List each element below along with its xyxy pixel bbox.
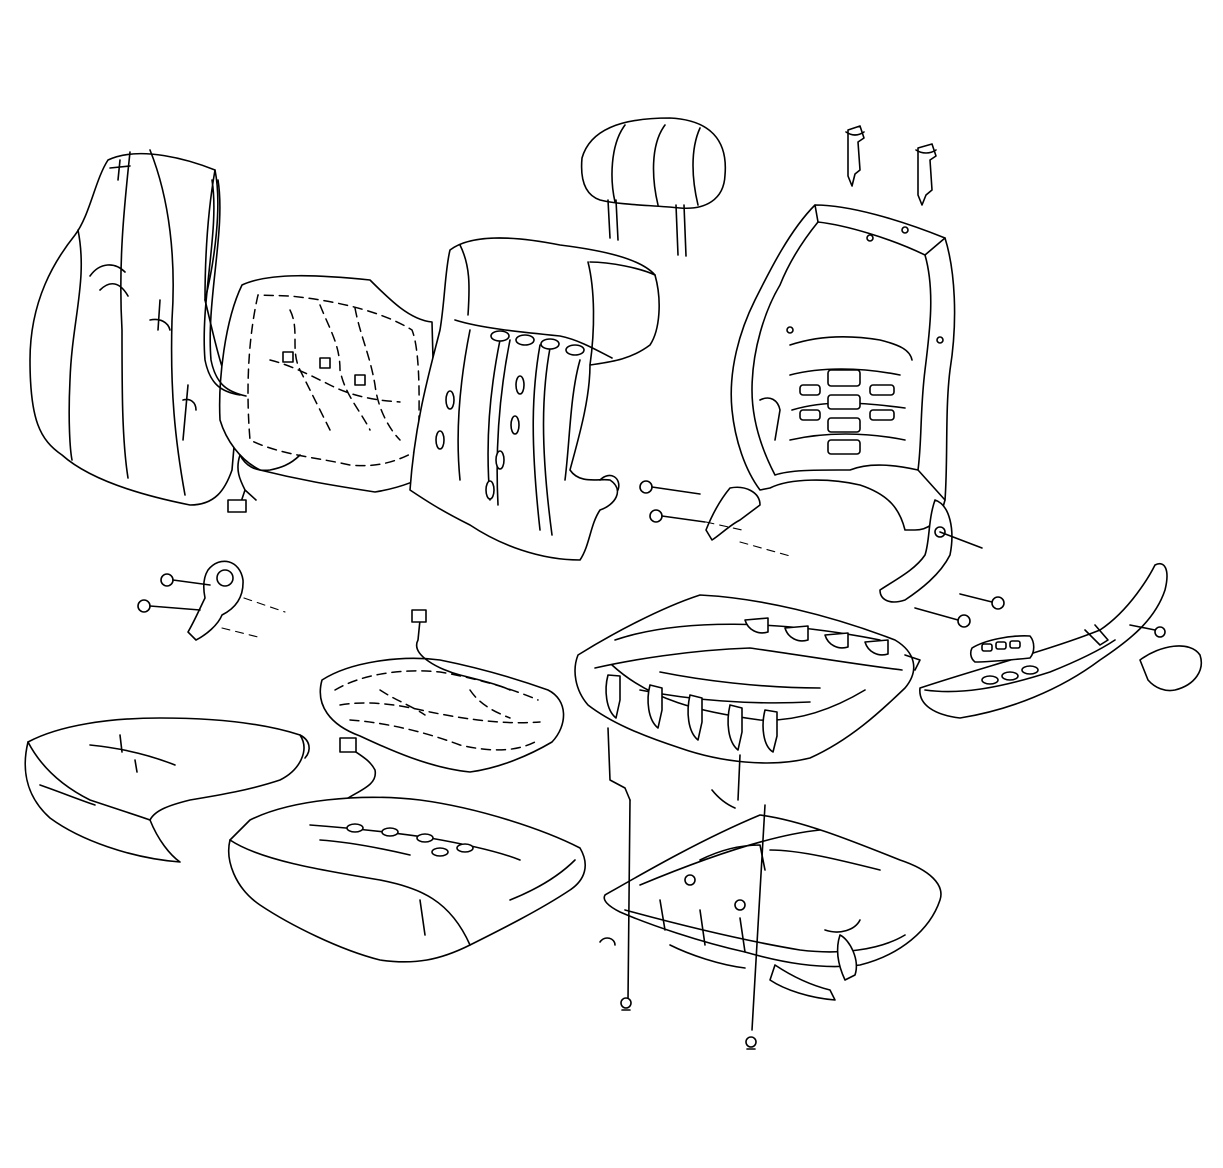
seat-back-frame <box>705 204 983 603</box>
seat-cushion-heater-pad <box>319 609 565 801</box>
seat-cushion-frame <box>574 594 921 764</box>
back-frame-bolts <box>639 480 1005 628</box>
seat-shield-trim-cap <box>1139 645 1202 692</box>
headrest <box>580 117 727 257</box>
seat-cushion-cover <box>24 717 310 863</box>
recliner-bracket-left <box>137 560 286 641</box>
seat-back-cushion <box>409 237 660 561</box>
seat-back-wiring <box>203 179 247 397</box>
assembly-guide-lines <box>607 727 766 1050</box>
seat-back-cover <box>29 149 239 506</box>
seat-adjuster-track <box>599 814 942 1001</box>
seat-cushion-pad <box>228 796 586 963</box>
seat-switch <box>969 635 1035 663</box>
seat-back-heater-pad <box>218 274 437 513</box>
seat-side-shield <box>919 563 1168 719</box>
headrest-guides <box>845 125 937 206</box>
